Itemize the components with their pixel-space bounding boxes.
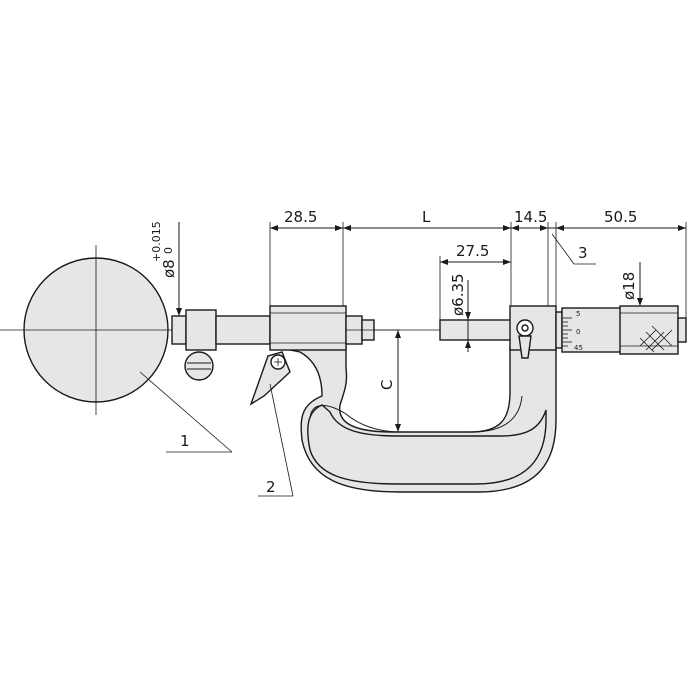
frame xyxy=(269,345,557,493)
anvil-assembly xyxy=(171,305,375,381)
dim-27-5: 27.5 xyxy=(456,242,489,260)
callout-3-leader xyxy=(551,233,596,265)
dim-6-35: ø6.35 xyxy=(449,273,467,316)
callout-3: 3 xyxy=(578,244,588,262)
spindle: 5 0 45 xyxy=(439,305,687,359)
dim-27-5-line xyxy=(439,256,511,320)
dim-C: C xyxy=(378,380,396,390)
dim-14-5: 14.5 xyxy=(514,208,547,226)
thimble-graduations xyxy=(562,317,572,347)
callout-2-leader xyxy=(258,383,294,497)
lever xyxy=(249,351,291,406)
dim-8-line xyxy=(176,222,182,316)
dim-50-5: 50.5 xyxy=(604,208,637,226)
dim-18: ø18 xyxy=(620,272,638,300)
dim-C-line xyxy=(346,329,401,432)
callout-1-leader xyxy=(139,371,233,453)
thimble-scale-5: 5 xyxy=(576,310,580,318)
top-dimensions xyxy=(269,222,687,318)
knurl-pattern xyxy=(639,325,673,353)
thimble-scale-45: 45 xyxy=(574,344,583,352)
thimble-scale-0: 0 xyxy=(576,328,580,336)
dim-28-5: 28.5 xyxy=(284,208,317,226)
dim-L: L xyxy=(422,208,431,226)
dim-8: ø8 xyxy=(160,259,178,278)
dim-18-line xyxy=(637,262,643,306)
dim-6-35-line xyxy=(465,280,471,352)
dim-8-tol-lower: 0 xyxy=(162,247,175,254)
dim-8-tol-upper: +0.015 xyxy=(150,221,163,262)
callout-1: 1 xyxy=(180,432,190,450)
anvil-disc xyxy=(0,245,180,415)
callout-2: 2 xyxy=(266,478,276,496)
